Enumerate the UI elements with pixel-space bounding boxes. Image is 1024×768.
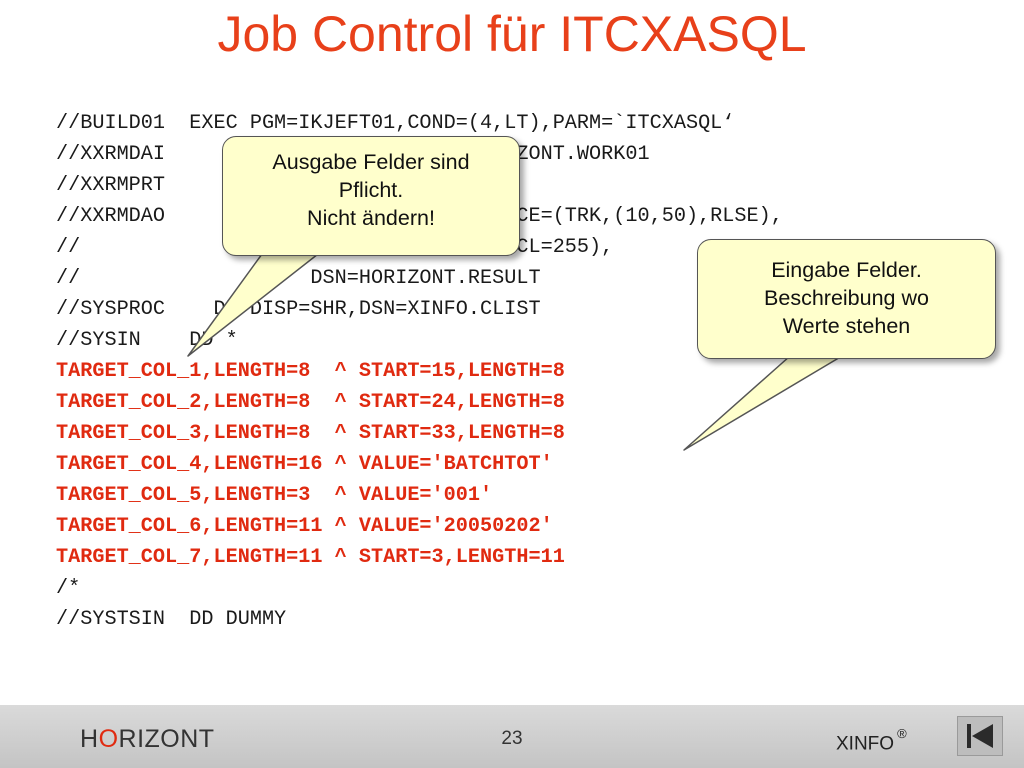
callout-text: Werte stehen	[782, 314, 911, 338]
code-line: //BUILD01 EXEC PGM=IKJEFT01,COND=(4,LT),…	[56, 112, 735, 135]
code-line-highlighted: TARGET_COL_2,LENGTH=8 ^ START=24,LENGTH=…	[56, 391, 565, 414]
callout-text: Eingabe Felder.	[771, 258, 922, 282]
slide-title: Job Control für ITCXASQL	[217, 6, 807, 62]
code-line: // DSN=HORIZONT.RESULT	[56, 267, 541, 290]
code-line: //SYSPROC DD DISP=SHR,DSN=XINFO.CLIST	[56, 298, 541, 321]
first-slide-button[interactable]	[957, 716, 1003, 756]
callout-text: Ausgabe Felder sind	[272, 150, 470, 174]
callout-text: Pflicht.	[338, 178, 404, 202]
code-line-highlighted: TARGET_COL_7,LENGTH=11 ^ START=3,LENGTH=…	[56, 546, 565, 569]
callout-text: Nicht ändern!	[307, 206, 435, 230]
xinfo-logo: XINFO®	[836, 726, 907, 755]
page-number: 23	[501, 728, 523, 749]
code-line-highlighted: TARGET_COL_1,LENGTH=8 ^ START=15,LENGTH=…	[56, 360, 565, 383]
code-line: /*	[56, 577, 81, 600]
input-fields-callout: Eingabe Felder. Beschreibung wo Werte st…	[697, 239, 996, 359]
code-line-highlighted: TARGET_COL_5,LENGTH=3 ^ VALUE='001'	[56, 484, 493, 507]
code-line-highlighted: TARGET_COL_4,LENGTH=16 ^ VALUE='BATCHTOT…	[56, 453, 553, 476]
code-line-highlighted: TARGET_COL_6,LENGTH=11 ^ VALUE='20050202…	[56, 515, 553, 538]
output-fields-callout: Ausgabe Felder sind Pflicht. Nicht änder…	[222, 136, 520, 256]
code-line-highlighted: TARGET_COL_3,LENGTH=8 ^ START=33,LENGTH=…	[56, 422, 565, 445]
skip-to-first-icon	[967, 724, 993, 748]
code-line: //SYSTSIN DD DUMMY	[56, 608, 287, 631]
code-line: //SYSIN DD *	[56, 329, 238, 352]
callout-text: Beschreibung wo	[764, 286, 929, 310]
horizont-logo: HORIZONT	[80, 725, 215, 753]
slide-footer: HORIZONT 23 XINFO®	[0, 705, 1024, 768]
